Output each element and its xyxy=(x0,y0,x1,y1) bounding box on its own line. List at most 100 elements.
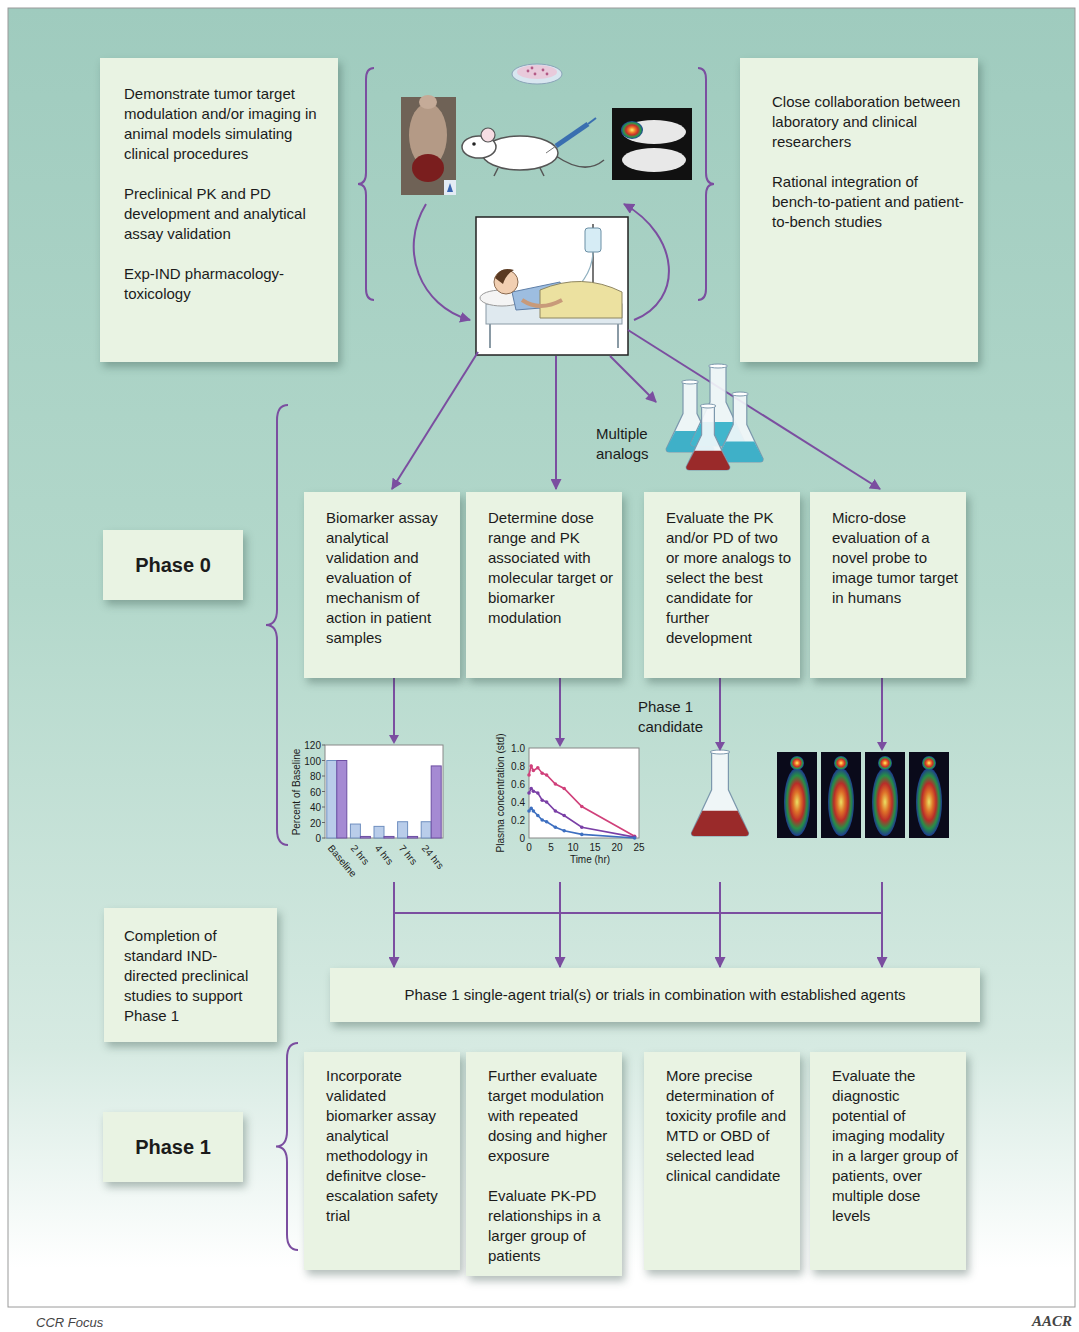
tick-label: 10 xyxy=(567,841,578,854)
syringe xyxy=(588,118,596,124)
logo-text: AACR xyxy=(1032,1311,1072,1331)
pet-head xyxy=(878,756,892,770)
flow-arrow xyxy=(393,678,395,967)
chart-point xyxy=(580,833,584,837)
pet-body xyxy=(784,768,810,836)
box-text: Exp-IND pharmacology-toxicology xyxy=(124,264,324,304)
tick-label: 15 xyxy=(589,841,600,854)
process-box: More precise determination of toxicity p… xyxy=(644,1052,800,1270)
tick-label: 20 xyxy=(310,816,321,829)
flow-arrow xyxy=(559,678,561,967)
box-text: Determine dose range and PK associated w… xyxy=(488,508,614,628)
box-text: Rational integration of bench-to-patient… xyxy=(772,172,964,232)
cell-dot xyxy=(534,73,537,76)
blanket xyxy=(540,281,622,318)
chart-point xyxy=(532,809,536,813)
tick-label: 0.4 xyxy=(511,796,525,809)
arrow-head xyxy=(877,742,887,751)
tick-label: 120 xyxy=(304,739,321,752)
flow-arrow xyxy=(881,678,883,967)
chart-point xyxy=(633,836,637,840)
tick-label: 100 xyxy=(304,754,321,767)
tumor xyxy=(412,154,444,182)
loop-arrow xyxy=(624,204,669,320)
chart-bar xyxy=(421,822,431,838)
imaged-mouse xyxy=(622,120,686,144)
axis-tick xyxy=(322,838,325,839)
iv-bag xyxy=(585,228,601,252)
cell-dot xyxy=(527,70,530,73)
imaging-photo xyxy=(612,108,692,180)
chart-point xyxy=(536,791,540,795)
merge-line xyxy=(394,912,882,914)
mouse-legs xyxy=(494,168,544,176)
box-text: Evaluate PK-PD relationships in a larger… xyxy=(488,1186,614,1266)
box-text: Further evaluate target modulation with … xyxy=(488,1066,614,1166)
flask xyxy=(686,406,730,470)
flask-rim xyxy=(709,364,728,368)
process-box: Further evaluate target modulation with … xyxy=(466,1052,622,1276)
curly-bracket xyxy=(698,68,714,300)
pet-head xyxy=(790,756,804,770)
cell-dot xyxy=(542,69,545,72)
patient-picture xyxy=(476,217,628,355)
annotation: Multiple analogs xyxy=(596,424,660,464)
branch-arrow xyxy=(392,352,478,489)
imaged-mouse xyxy=(622,148,686,172)
axis-title: Plasma concentration (std) xyxy=(494,734,507,853)
chart-point xyxy=(580,825,584,829)
chart-point xyxy=(554,782,558,786)
chart-bar xyxy=(360,836,370,838)
chart-line xyxy=(529,766,635,836)
tick-label: 5 xyxy=(548,841,554,854)
chart-bar xyxy=(398,822,408,838)
tick-label: 80 xyxy=(310,770,321,783)
connectors xyxy=(389,678,887,967)
chart-plot xyxy=(529,748,639,838)
chart-bar xyxy=(374,826,384,838)
chart-point xyxy=(580,805,584,809)
chart-bar xyxy=(327,761,337,839)
tick-label: 0 xyxy=(519,832,525,845)
mouse-ear xyxy=(481,128,495,142)
syringe-needle xyxy=(546,146,556,153)
chart-point xyxy=(527,791,531,795)
pet-head xyxy=(834,756,848,770)
phase-label: Phase 0 xyxy=(103,530,243,600)
phase-label: Phase 1 xyxy=(103,1112,243,1182)
imaging-panel xyxy=(777,752,817,838)
box-text: Biomarker assay analytical validation an… xyxy=(326,508,452,648)
tick-label: 0 xyxy=(315,832,321,845)
chart-bar xyxy=(350,824,360,838)
tick-label: 20 xyxy=(611,841,622,854)
box-text: Close collaboration between laboratory a… xyxy=(772,92,964,152)
flask-rim xyxy=(700,404,716,408)
box-text: Completion of standard IND-directed prec… xyxy=(124,926,267,1026)
axis-title: Time (hr) xyxy=(570,853,610,866)
process-box: Evaluate the PK and/or PD of two or more… xyxy=(644,492,800,678)
chart-bar xyxy=(384,836,394,838)
process-box: Incorporate validated biomarker assay an… xyxy=(304,1052,460,1270)
flask-liquid xyxy=(686,451,730,470)
chart-bar xyxy=(431,766,441,838)
box-text: Phase 1 xyxy=(135,1135,211,1159)
chart-point xyxy=(562,814,566,818)
photo-inset xyxy=(447,183,453,192)
box-text: Preclinical PK and PD development and an… xyxy=(124,184,324,244)
box-text: Evaluate the PK and/or PD of two or more… xyxy=(666,508,792,648)
tick-label: 0.8 xyxy=(511,760,525,773)
flask xyxy=(691,752,748,836)
box-text: Phase 0 xyxy=(135,553,211,577)
process-box: Determine dose range and PK associated w… xyxy=(466,492,622,678)
chart-point xyxy=(554,825,558,829)
petri-dish xyxy=(512,64,562,84)
cell-dot xyxy=(546,73,549,76)
imaging-signal xyxy=(621,121,643,139)
flask-rim xyxy=(682,380,699,384)
pet-body xyxy=(828,768,854,836)
tick-label: 0 xyxy=(526,841,532,854)
arrow-head xyxy=(715,742,725,751)
box-text: Evaluate the diagnostic potential of ima… xyxy=(832,1066,958,1226)
cell-dot xyxy=(531,67,534,70)
loop-arrow xyxy=(414,204,470,320)
